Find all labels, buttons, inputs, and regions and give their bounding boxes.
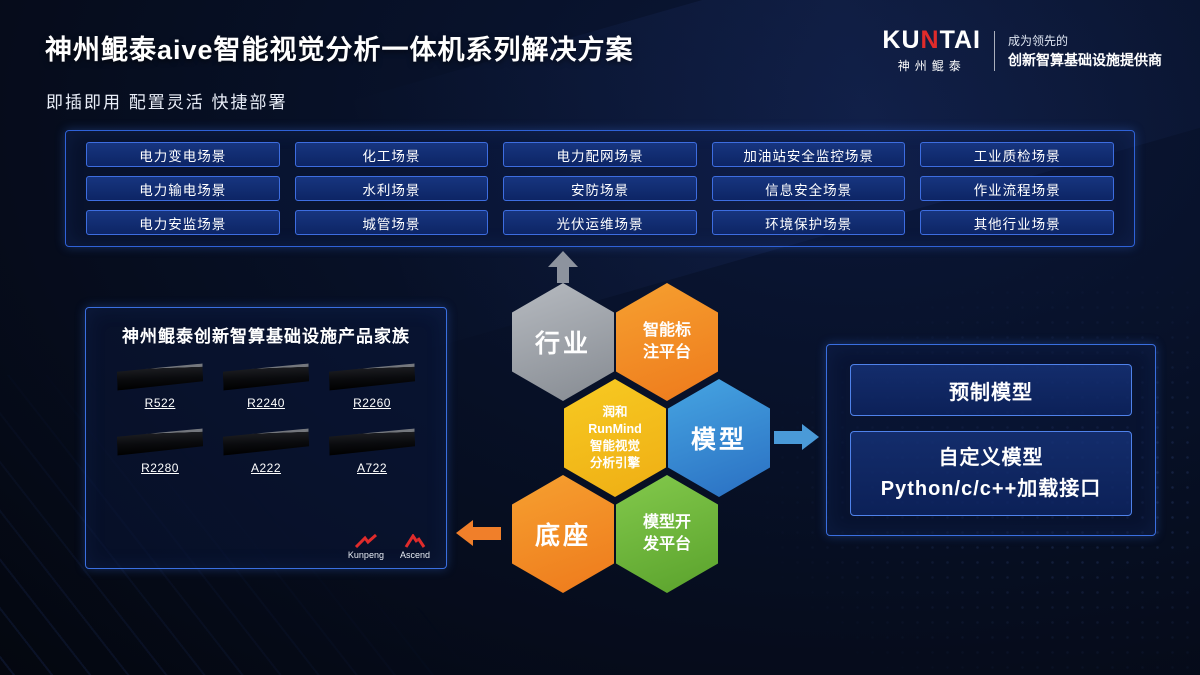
logo-divider: [994, 31, 995, 71]
hex-annotation-label: 智能标注平台: [642, 322, 691, 361]
engine-line-1: 润和: [602, 405, 628, 420]
scenario-panel: 电力变电场景 化工场景 电力配网场景 加油站安全监控场景 工业质检场景 电力输电…: [65, 130, 1135, 247]
brand-logo-cn: 神州鲲泰: [897, 59, 966, 73]
slogan-line-2: 创新智算基础设施提供商: [1008, 51, 1162, 68]
brand-logo-text: KUNTAI 神州鲲泰: [882, 28, 981, 74]
scenario-chip: 城管场景: [294, 210, 489, 235]
scenario-chip: 作业流程场景: [920, 176, 1114, 201]
brand-en-right: TAI: [939, 26, 981, 54]
hex-base: 底座: [512, 475, 614, 593]
scenario-chip: 加油站安全监控场景: [711, 142, 906, 167]
page-title: 神州鲲泰aive智能视觉分析一体机系列解决方案: [45, 35, 634, 65]
custom-model-button: 自定义模型 Python/c/c++加载接口: [850, 431, 1132, 516]
server-image: [117, 364, 204, 391]
engine-line-2: RunMind: [588, 422, 642, 437]
hex-engine: 润和 RunMind 智能视觉 分析引擎: [564, 379, 666, 497]
kunpeng-mark-icon: [354, 534, 377, 548]
model-label: R2280: [141, 461, 179, 475]
diagonal-streaks: [0, 375, 460, 675]
hex-dev-label: 模型开发平台: [642, 514, 691, 553]
server-image: [329, 429, 416, 456]
model-label: R522: [144, 396, 176, 410]
brand-logo-en: KUNTAI: [882, 28, 981, 53]
kunpeng-logo: Kunpeng: [348, 534, 384, 560]
preset-model-button: 预制模型: [850, 364, 1132, 416]
engine-line-4: 分析引擎: [589, 455, 640, 470]
server-image: [117, 429, 204, 456]
slogan-line-1: 成为领先的: [1008, 33, 1069, 48]
product-family-title: 神州鲲泰创新智算基础设施产品家族: [122, 327, 410, 346]
scenario-chip: 电力变电场景: [86, 142, 280, 167]
model-label: R2260: [353, 396, 391, 410]
arrow-right-icon: [774, 424, 819, 450]
product-model-cell: R2240: [218, 365, 314, 410]
brand-logo: KUNTAI 神州鲲泰 成为领先的 创新智算基础设施提供商: [882, 28, 1162, 74]
custom-model-line-2: Python/c/c++加载接口: [880, 477, 1102, 500]
hex-annotation-platform: 智能标注平台: [616, 283, 718, 401]
server-image: [329, 364, 416, 391]
product-model-cell: A722: [324, 430, 420, 475]
model-label: R2240: [247, 396, 285, 410]
arrow-left-icon: [456, 520, 501, 546]
brand-en-mid: N: [920, 26, 940, 54]
hex-model: 模型: [668, 379, 770, 497]
brand-slogan: 成为领先的 创新智算基础设施提供商: [1008, 32, 1162, 71]
scenario-chip: 水利场景: [294, 176, 489, 201]
scenario-chip: 光伏运维场景: [503, 210, 697, 235]
hex-dev-platform: 模型开发平台: [616, 475, 718, 593]
product-model-cell: R2260: [324, 365, 420, 410]
scenario-chip: 电力安监场景: [86, 210, 280, 235]
scenario-chip: 环境保护场景: [711, 210, 906, 235]
model-label: A722: [356, 461, 388, 475]
partner-logos: Kunpeng Ascend: [348, 534, 430, 560]
scenario-chip: 信息安全场景: [711, 176, 906, 201]
product-family-panel: 神州鲲泰创新智算基础设施产品家族 R522 R2240 R2260 R2280 …: [85, 307, 447, 569]
custom-model-line-1: 自定义模型: [938, 446, 1044, 469]
product-model-cell: A222: [218, 430, 314, 475]
model-label: A222: [250, 461, 282, 475]
scenario-chip: 电力输电场景: [86, 176, 280, 201]
server-image: [223, 429, 310, 456]
product-family-grid: R522 R2240 R2260 R2280 A222 A722: [86, 365, 446, 475]
scenario-chip: 工业质检场景: [920, 142, 1114, 167]
engine-line-3: 智能视觉: [589, 439, 640, 453]
ascend-label: Ascend: [399, 550, 430, 560]
arrow-up-icon: [548, 251, 578, 283]
scenario-chip: 化工场景: [294, 142, 489, 167]
ascend-logo: Ascend: [400, 534, 430, 560]
scenario-chip: 安防场景: [503, 176, 697, 201]
product-model-cell: R2280: [112, 430, 208, 475]
server-image: [223, 364, 310, 391]
hex-engine-label: 润和 RunMind 智能视觉 分析引擎: [588, 404, 641, 472]
brand-en-left: KU: [882, 26, 921, 54]
kunpeng-label: Kunpeng: [347, 550, 384, 560]
page-subtitle: 即插即用 配置灵活 快捷部署: [46, 93, 288, 112]
model-options-panel: 预制模型 自定义模型 Python/c/c++加载接口: [826, 344, 1156, 536]
scenario-chip: 其他行业场景: [920, 210, 1114, 235]
ascend-mark-icon: [404, 534, 426, 548]
scenario-chip: 电力配网场景: [503, 142, 697, 167]
product-model-cell: R522: [112, 365, 208, 410]
